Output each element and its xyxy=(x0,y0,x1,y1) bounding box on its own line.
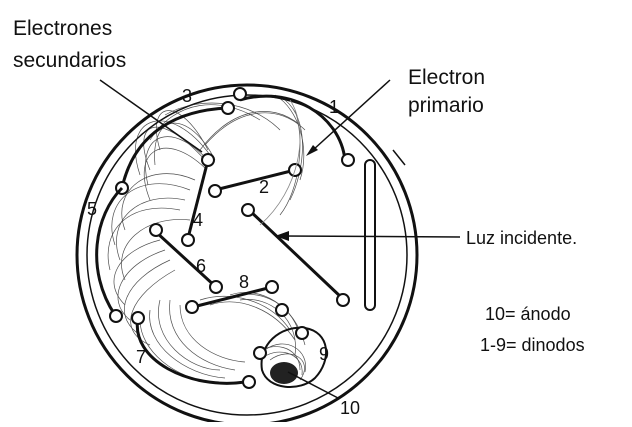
dynode-7-pin-a xyxy=(131,311,145,325)
dynode-8 xyxy=(192,285,273,309)
label-electrones: Electrones xyxy=(13,17,113,40)
leader-luz-incidente xyxy=(281,235,461,238)
dynode-6 xyxy=(154,230,218,289)
dynode-7-pin-b xyxy=(242,375,256,389)
label-primario: primario xyxy=(408,94,484,117)
dynode-2 xyxy=(214,168,296,192)
dynode-number-7: 7 xyxy=(136,347,147,367)
dynode-6-pin-a xyxy=(149,223,163,237)
label-electron: Electron xyxy=(408,66,486,89)
dynode-number-1: 1 xyxy=(329,97,340,117)
dynode-4 xyxy=(186,159,210,239)
dynode-number-10: 10 xyxy=(340,398,361,418)
dynode-7 xyxy=(135,317,246,385)
dynode-1-pin-a xyxy=(233,87,247,101)
dynode-8-pin-b xyxy=(265,280,279,294)
photocathode-pin-a xyxy=(241,203,255,217)
dynode-9-pin-c xyxy=(253,346,267,360)
leader-anodo xyxy=(287,371,339,399)
dynode-number-9: 9 xyxy=(319,344,330,364)
legend-anodo: 10= ánodo xyxy=(485,304,571,324)
dynode-6-pin-b xyxy=(209,280,223,294)
dynode-1 xyxy=(239,94,347,161)
dynode-5-pin-b xyxy=(109,309,123,323)
anode-core xyxy=(270,362,298,384)
dynode-2-pin-a xyxy=(208,184,222,198)
leader-tube-wall xyxy=(392,149,406,166)
dynode-number-5: 5 xyxy=(87,199,98,219)
label-luz-incidente: Luz incidente. xyxy=(466,228,578,248)
tube-inner-ring xyxy=(86,94,408,416)
arrowhead-luz-incidente xyxy=(275,231,289,241)
legend-dinodos: 1-9= dinodos xyxy=(480,335,585,355)
label-secundarios: secundarios xyxy=(13,49,127,72)
dynode-9-pin-b xyxy=(295,326,309,340)
dynode-5 xyxy=(95,186,124,316)
arrowhead-electron-primario xyxy=(306,145,318,156)
dynode-number-8: 8 xyxy=(239,272,250,292)
entrance-window xyxy=(364,159,376,311)
dynode-3 xyxy=(120,106,229,189)
dynode-number-3: 3 xyxy=(182,86,193,106)
dynode-4-pin-a xyxy=(201,153,215,167)
dynode-9-pin-a xyxy=(275,303,289,317)
photocathode xyxy=(247,208,344,300)
primary-electron-path xyxy=(259,99,301,226)
dynode-8-pin-a xyxy=(185,300,199,314)
dynode-number-2: 2 xyxy=(259,177,270,197)
anode-electron-cloud xyxy=(260,326,328,389)
photocathode-pin-b xyxy=(336,293,350,307)
dynode-1-pin-b xyxy=(341,153,355,167)
dynode-3-pin-a xyxy=(221,101,235,115)
dynode-number-6: 6 xyxy=(196,256,207,276)
leader-electrones-secundarios xyxy=(99,79,203,153)
dynode-4-pin-b xyxy=(181,233,195,247)
dynode-number-4: 4 xyxy=(193,210,204,230)
leader-electron-primario xyxy=(312,79,391,151)
